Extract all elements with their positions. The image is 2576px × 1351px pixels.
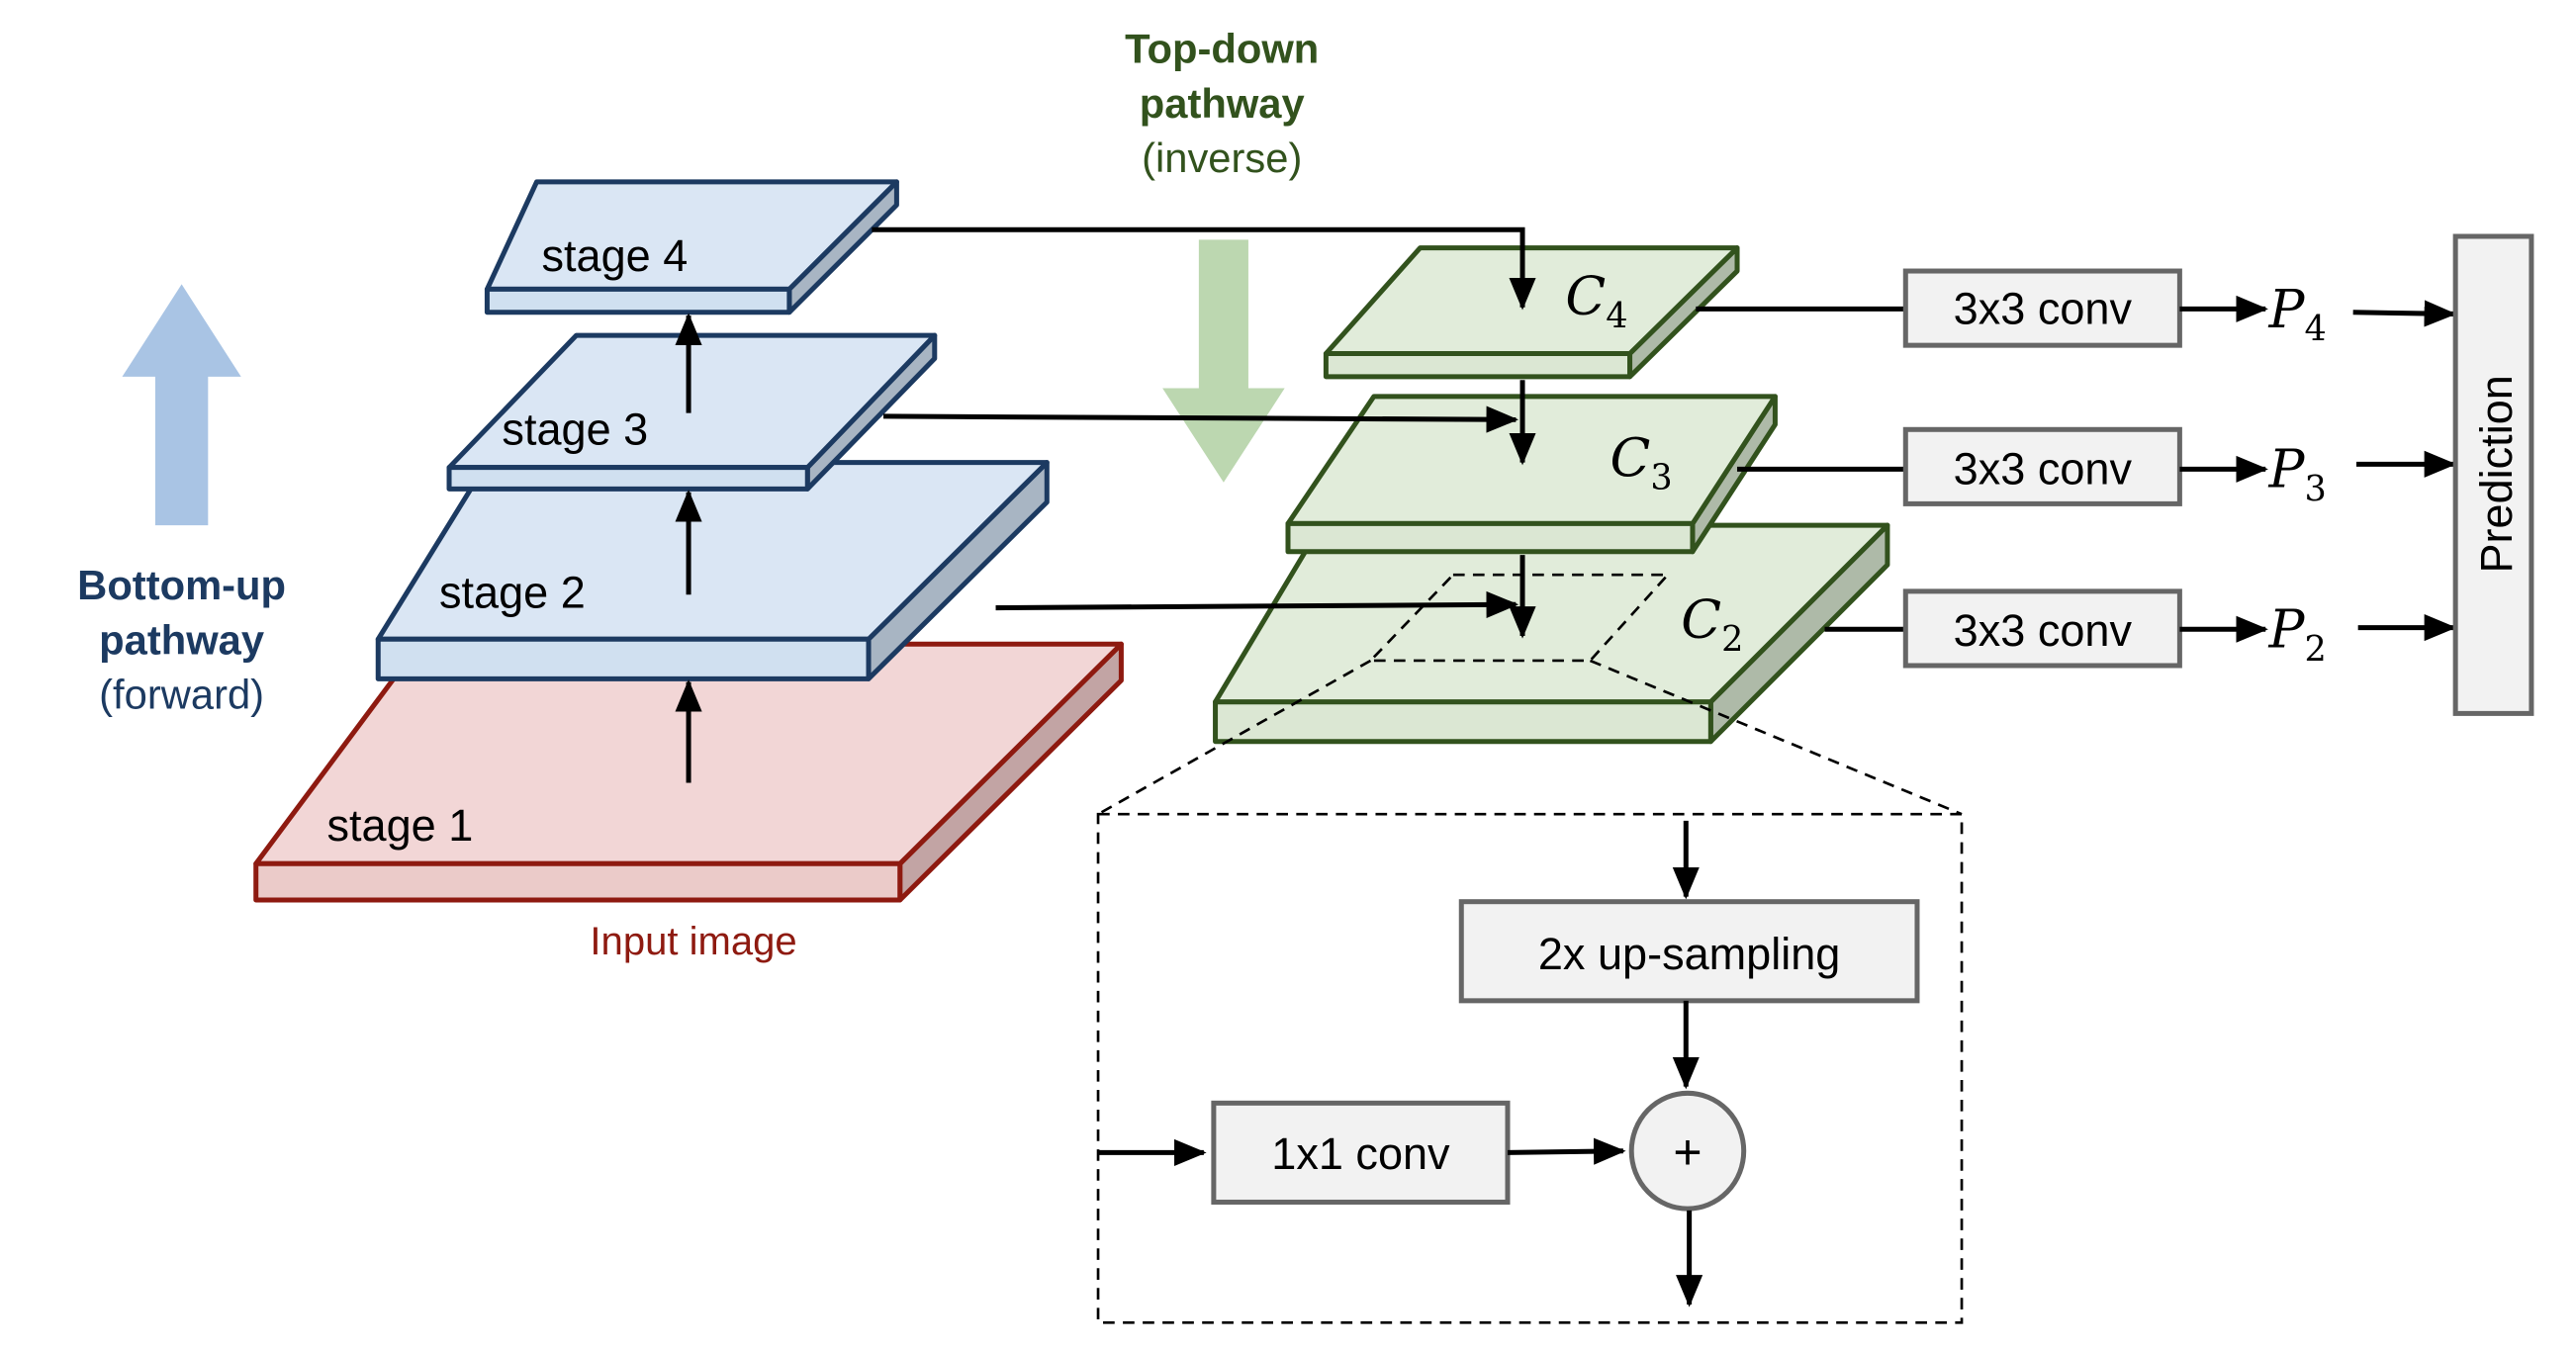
top-down-pathway: Top-down pathway (inverse) bbox=[1125, 26, 1319, 483]
stage-3-layer: stage 3 bbox=[446, 332, 938, 492]
sum-node bbox=[1628, 1090, 1747, 1212]
bottom-up-subtitle: (forward) bbox=[99, 671, 264, 717]
input-image-label: Input image bbox=[590, 920, 796, 963]
c2-label: C2 bbox=[1681, 588, 1743, 660]
upsample-box bbox=[1458, 899, 1920, 1004]
inset-detail: 2x up-sampling 1x1 conv + bbox=[1096, 659, 1964, 1324]
conv-box-p2-label: 3x3 conv bbox=[1954, 605, 2133, 656]
conv-box-p2: 3x3 conv bbox=[1902, 588, 2182, 669]
arrow-stage3-to-c3 bbox=[883, 405, 1519, 433]
upsample-label: 2x up-sampling bbox=[1538, 929, 1840, 979]
bottom-up-pathway: Bottom-up pathway (forward) bbox=[77, 284, 286, 717]
top-down-title: Top-down bbox=[1125, 26, 1319, 72]
arrow-stage2-to-c2 bbox=[995, 590, 1519, 618]
conv-box-p3-label: 3x3 conv bbox=[1954, 443, 2133, 494]
arrow-1x1-conv-to-sum bbox=[1507, 1137, 1626, 1165]
top-down-subtitle: (inverse) bbox=[1142, 135, 1302, 181]
prediction-label: Prediction bbox=[2471, 375, 2522, 573]
sum-symbol: + bbox=[1673, 1125, 1702, 1180]
bottom-up-arrow-icon bbox=[122, 284, 241, 526]
p2-label: P2 bbox=[2268, 598, 2327, 670]
stage-2-layer: stage 2 bbox=[375, 460, 1050, 681]
stage-4-label: stage 4 bbox=[542, 230, 689, 281]
p4-label: P4 bbox=[2268, 278, 2327, 349]
stage-1-label: stage 1 bbox=[327, 800, 474, 851]
c4-label: C4 bbox=[1565, 264, 1627, 335]
c2-layer: C2 bbox=[1213, 522, 1890, 745]
conv-box-p3: 3x3 conv bbox=[1902, 426, 2182, 506]
stage-3-label: stage 3 bbox=[502, 404, 648, 454]
bottom-up-title-line2: pathway bbox=[99, 616, 264, 663]
top-down-title-line2: pathway bbox=[1140, 80, 1305, 127]
prediction-box: Prediction bbox=[2452, 233, 2534, 716]
top-down-arrow-icon bbox=[1162, 239, 1285, 483]
stage-2-label: stage 2 bbox=[439, 568, 586, 618]
c3-label: C3 bbox=[1610, 426, 1672, 497]
bottom-up-title: Bottom-up bbox=[77, 562, 286, 608]
c4-layer: C4 bbox=[1323, 245, 1740, 380]
arrow-p4-to-prediction bbox=[2352, 300, 2457, 327]
conv-box-p4: 3x3 conv bbox=[1902, 268, 2182, 348]
lateral-conv-label: 1x1 conv bbox=[1271, 1128, 1450, 1179]
p3-label: P3 bbox=[2268, 438, 2327, 509]
conv-box-p4-label: 3x3 conv bbox=[1954, 283, 2133, 333]
arrow-stage4-to-c4 bbox=[872, 226, 1536, 311]
stage-4-layer: stage 4 bbox=[484, 179, 899, 315]
